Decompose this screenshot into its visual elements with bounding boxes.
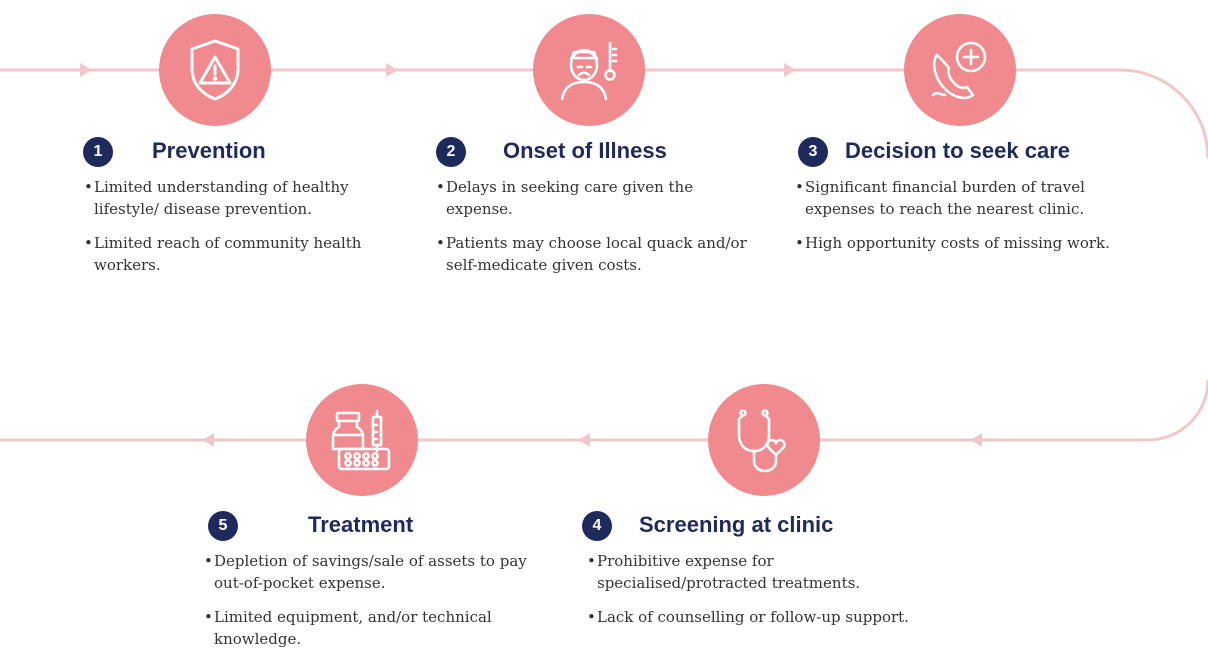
step-4-bullets: Prohibitive expense for specialised/prot… (587, 550, 947, 640)
step-2-icon-circle (533, 14, 645, 126)
medicine-bottle-pills-icon (331, 409, 391, 471)
step-2-bullet: Patients may choose local quack and/or s… (436, 232, 756, 276)
shield-warning-icon (190, 39, 240, 101)
step-4-number-badge: 4 (582, 511, 612, 541)
arrow-left-marker (202, 433, 214, 447)
step-1-bullet: Limited reach of community health worker… (84, 232, 384, 276)
step-5-bullet: Limited equipment, and/or technical know… (204, 606, 544, 650)
step-2-bullets: Delays in seeking care given the expense… (436, 176, 756, 288)
arrow-left-marker (970, 433, 982, 447)
medical-phone-call-icon (931, 41, 987, 100)
step-5-title: Treatment (308, 512, 414, 537)
step-1-bullets: Limited understanding of healthy lifesty… (84, 176, 384, 288)
step-5-bullets: Depletion of savings/sale of assets to p… (204, 550, 544, 662)
step-1-icon-circle (159, 14, 271, 126)
step-3-bullets: Significant financial burden of travel e… (795, 176, 1135, 266)
arrow-left-marker (578, 433, 590, 447)
step-4-bullet: Lack of counselling or follow-up support… (587, 606, 947, 628)
step-4-icon-circle (708, 384, 820, 496)
step-2-number-badge: 2 (436, 137, 466, 167)
step-5-icon-circle (306, 384, 418, 496)
step-5-number-badge: 5 (208, 511, 238, 541)
sick-person-thermometer-icon (560, 41, 618, 101)
step-2-title: Onset of Illness (503, 138, 667, 163)
step-1-bullet: Limited understanding of healthy lifesty… (84, 176, 384, 220)
step-4-title: Screening at clinic (639, 512, 834, 537)
step-3-icon-circle (904, 14, 1016, 126)
step-3-bullet: Significant financial burden of travel e… (795, 176, 1135, 220)
arrow-right-marker (784, 63, 796, 77)
arrow-right-marker (80, 63, 92, 77)
step-3-bullet: High opportunity costs of missing work. (795, 232, 1135, 254)
arrow-right-marker (386, 63, 398, 77)
step-3-title: Decision to seek care (845, 138, 1071, 163)
step-1-title: Prevention (152, 138, 266, 163)
step-3-number-badge: 3 (798, 137, 828, 167)
stethoscope-icon (737, 409, 786, 473)
step-1-number-badge: 1 (83, 137, 113, 167)
step-2-bullet: Delays in seeking care given the expense… (436, 176, 756, 220)
step-4-bullet: Prohibitive expense for specialised/prot… (587, 550, 947, 594)
step-5-bullet: Depletion of savings/sale of assets to p… (204, 550, 544, 594)
